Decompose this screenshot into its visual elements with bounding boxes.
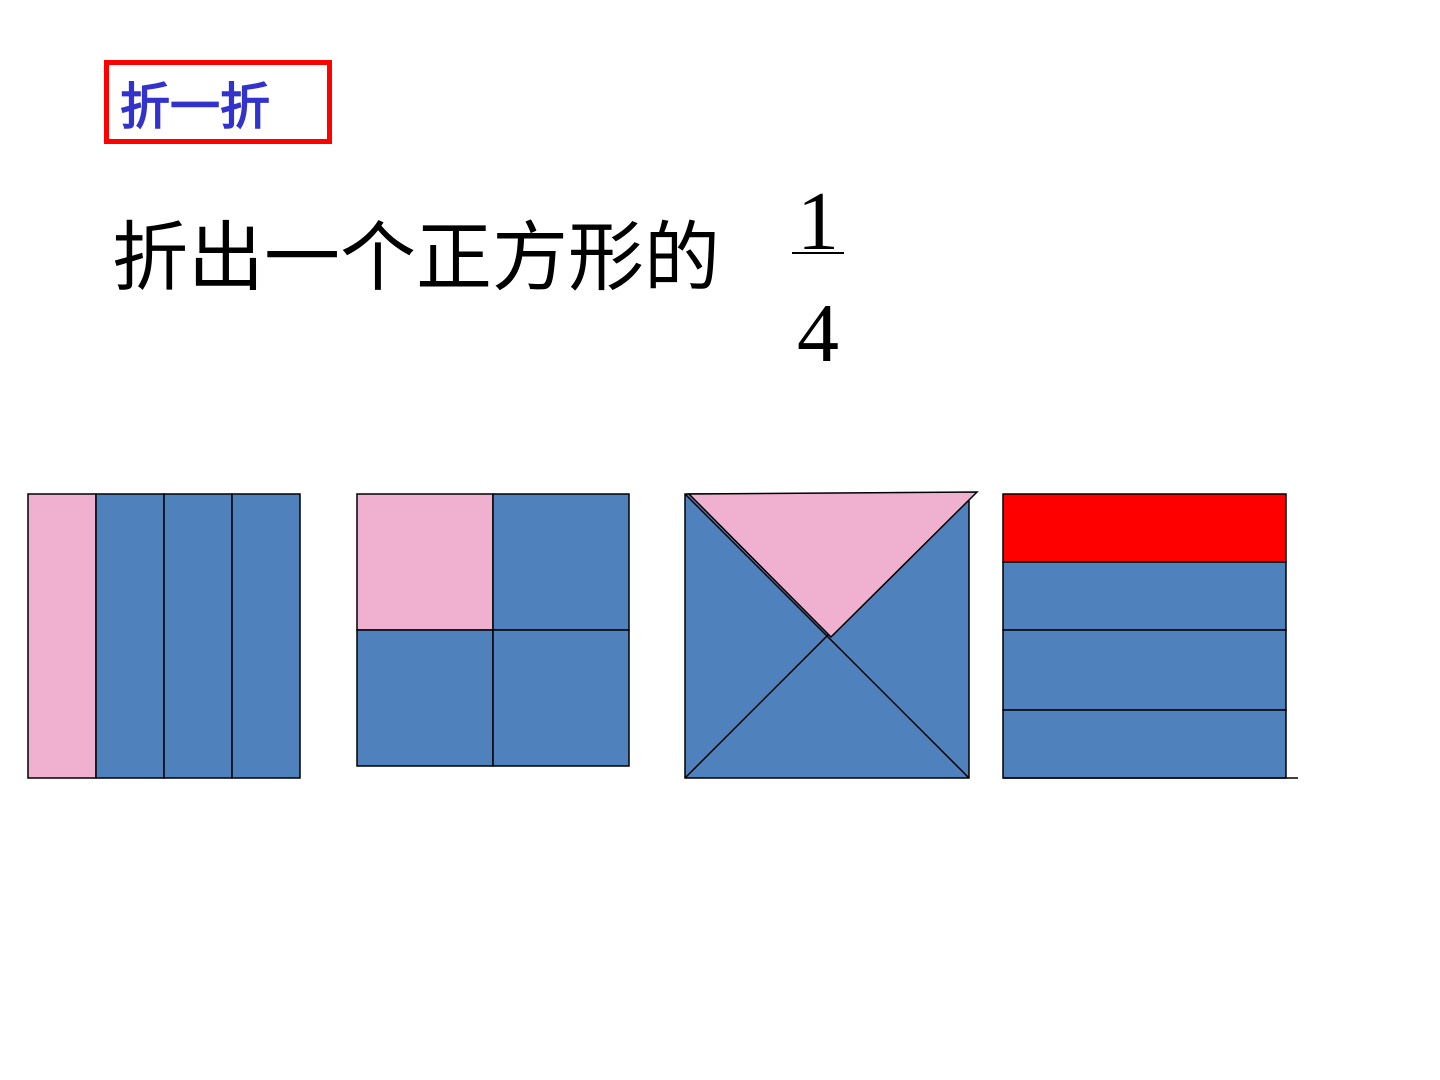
shaded-strip — [1002, 493, 1287, 563]
strip — [163, 493, 233, 779]
fraction-numerator: 1 — [797, 175, 839, 268]
quadrant — [492, 493, 630, 631]
square-quadrants — [356, 493, 630, 767]
strip — [1002, 629, 1287, 711]
strip — [1002, 561, 1287, 631]
title-frame — [104, 60, 332, 144]
strip — [95, 493, 165, 779]
slide-title: 折一折 — [120, 77, 270, 136]
shaded-triangle — [687, 491, 979, 639]
fraction-denominator: 4 — [797, 287, 839, 380]
shaded-quadrant — [356, 493, 494, 631]
square-horizontal-strips — [1002, 493, 1298, 779]
strip — [231, 493, 301, 779]
task-prompt: 折出一个正方形的 — [112, 213, 720, 302]
quadrant — [356, 629, 494, 767]
square-vertical-strips — [27, 493, 301, 779]
quadrant — [492, 629, 630, 767]
fraction-bar — [792, 252, 844, 254]
strip — [1002, 709, 1287, 779]
square-diagonal-triangles — [684, 491, 979, 779]
shaded-strip — [27, 493, 97, 779]
